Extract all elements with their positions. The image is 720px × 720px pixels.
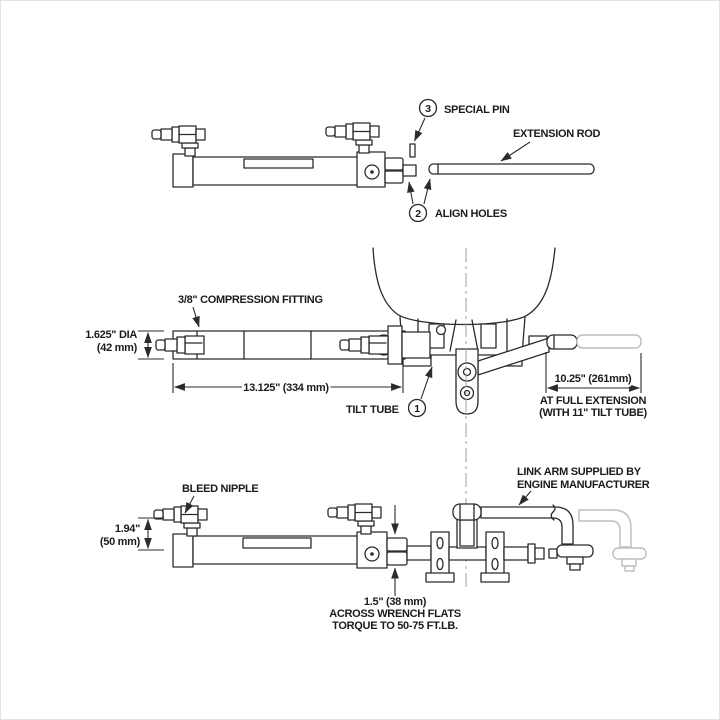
extension-length-label: 10.25" (261mm) <box>555 373 632 385</box>
cylinder-dia-mm-label: (42 mm) <box>97 342 138 354</box>
exploded-view: 3 SPECIAL PIN EXTENSION ROD 2 ALIGN HOLE… <box>151 98 601 223</box>
callout-3: 3 <box>418 98 438 118</box>
engine-cowl-outline <box>372 247 556 326</box>
rod-end-assembly <box>503 543 558 564</box>
engine-bracket <box>399 316 526 367</box>
ghost-link-arm <box>578 509 647 572</box>
special-pin-label: SPECIAL PIN <box>444 104 510 116</box>
wrench-flats-label-3: TORQUE TO 50-75 FT.LB. <box>332 620 458 632</box>
align-holes-label: ALIGN HOLES <box>435 208 507 220</box>
align-holes-leader-2 <box>423 178 432 205</box>
bleed-nipple-left <box>153 505 208 537</box>
wrench-flats-label-2: ACROSS WRENCH FLATS <box>329 608 461 620</box>
bleed-nipple-label: BLEED NIPPLE <box>182 483 258 495</box>
dimension-extension: 10.25" (261mm) AT FULL EXTENSION (WITH 1… <box>539 352 648 419</box>
callout-3-number: 3 <box>425 103 431 115</box>
dimension-wrench-flats: 1.5" (38 mm) ACROSS WRENCH FLATS TORQUE … <box>329 505 461 632</box>
full-extension-label-1: AT FULL EXTENSION <box>540 395 647 407</box>
bleed-nipple-leader <box>184 495 195 514</box>
special-pin-leader <box>413 117 426 142</box>
special-pin-part <box>409 143 416 158</box>
tilt-tube-leader <box>420 366 433 400</box>
tilt-tube-label: TILT TUBE <box>346 404 399 416</box>
cylinder-side-view <box>151 122 417 188</box>
cylinder-dia-label: 1.625" DIA <box>85 329 137 341</box>
align-holes-leader-1 <box>407 181 415 205</box>
steering-arm <box>455 337 550 415</box>
callout-2: 2 <box>408 203 428 223</box>
callout-2-number: 2 <box>415 208 421 220</box>
full-extension-label-2: (WITH 11" TILT TUBE) <box>539 407 647 419</box>
link-arm-mount <box>452 503 482 549</box>
dimension-diameter: 1.625" DIA (42 mm) <box>85 329 164 360</box>
bleed-fitting-left <box>151 125 206 157</box>
compression-fitting-label: 3/8" COMPRESSION FITTING <box>178 294 323 306</box>
extension-rod-label: EXTENSION ROD <box>513 128 601 140</box>
link-arm-label-1: LINK ARM SUPPLIED BY <box>517 466 642 478</box>
link-arm-label-2: ENGINE MANUFACTURER <box>517 479 650 491</box>
dimension-height: 1.94" (50 mm) <box>100 517 164 551</box>
cylinder-height-mm-label: (50 mm) <box>100 536 141 548</box>
ghost-rod <box>576 334 642 349</box>
bleed-nipple-right <box>327 503 382 535</box>
bleed-fitting-right <box>325 122 380 154</box>
extension-rod-leader <box>500 141 531 162</box>
cylinder-rod-extended <box>546 334 642 350</box>
compression-fitting-leader <box>192 306 200 328</box>
wrench-flats-label-1: 1.5" (38 mm) <box>364 596 427 608</box>
callout-1-number: 1 <box>414 403 420 415</box>
link-arm-leader <box>518 490 532 506</box>
cylinder-top-view <box>155 325 548 365</box>
extension-rod-part <box>428 163 595 175</box>
cylinder-height-label: 1.94" <box>115 523 140 535</box>
dimension-length: 13.125" (334 mm) <box>172 363 404 396</box>
installed-top-view: 3/8" COMPRESSION FITTING 1.625" DIA (42 … <box>85 247 648 419</box>
link-arm <box>480 504 594 571</box>
installed-side-view: BLEED NIPPLE LINK ARM SUPPLIED BY ENGINE… <box>100 466 650 632</box>
tilt-tube-section <box>448 546 487 561</box>
mounting-bracket-left <box>425 531 455 583</box>
mounting-bracket-right <box>480 531 510 583</box>
cylinder-length-label: 13.125" (334 mm) <box>243 382 329 394</box>
cylinder-side-view-installed <box>153 503 432 569</box>
compression-fitting-left <box>155 335 205 355</box>
callout-1: 1 <box>407 398 427 418</box>
